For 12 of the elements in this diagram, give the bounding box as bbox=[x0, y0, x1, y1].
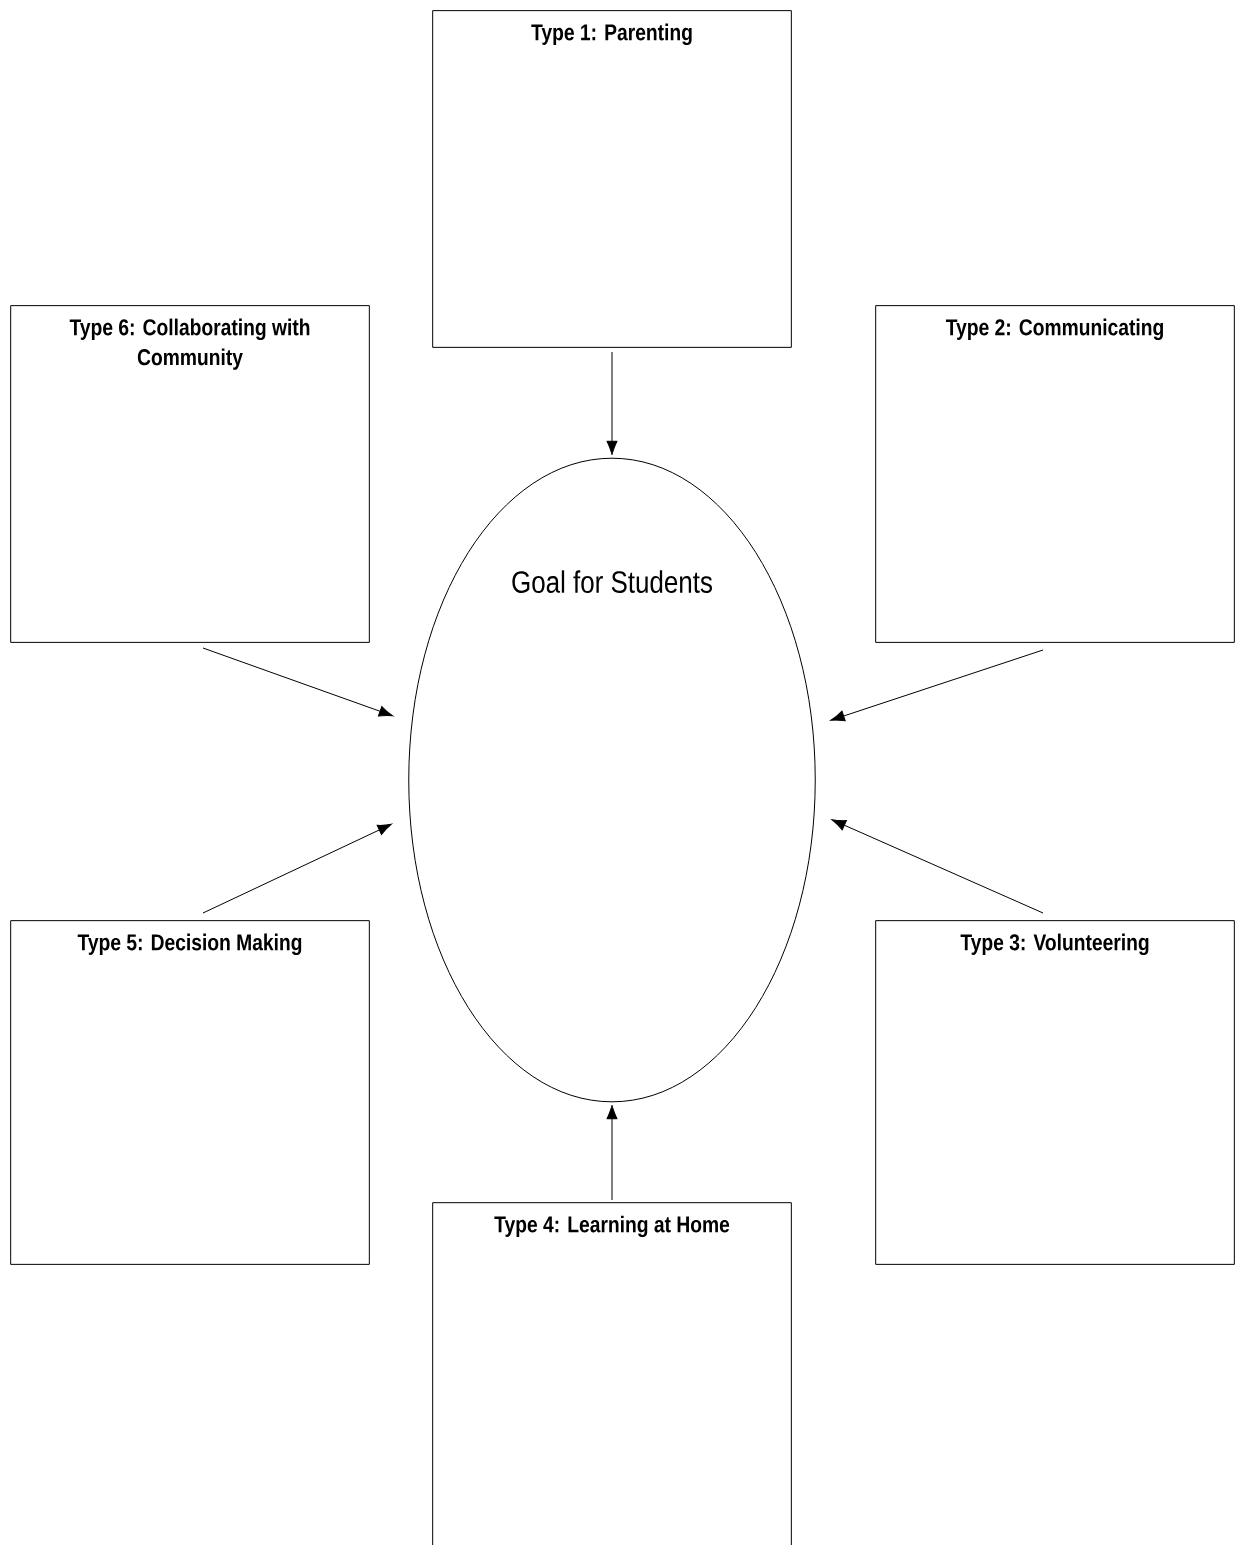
text-box: Type 1: Parenting bbox=[432, 10, 792, 348]
text-box: Type 4: Learning at Home bbox=[432, 1202, 792, 1545]
arrow bbox=[202, 823, 392, 914]
text-box: Type 3: Volunteering bbox=[875, 920, 1235, 1265]
arrow bbox=[830, 649, 1044, 722]
arrow bbox=[831, 819, 1044, 914]
text-box: Type 6: Collaborating with Community bbox=[10, 305, 370, 643]
arrow bbox=[202, 647, 394, 717]
text-box: Type 5: Decision Making bbox=[10, 920, 370, 1265]
text-box: Type 2: Communicating bbox=[875, 305, 1235, 643]
arrow bbox=[606, 1104, 618, 1201]
arrow bbox=[606, 351, 618, 456]
